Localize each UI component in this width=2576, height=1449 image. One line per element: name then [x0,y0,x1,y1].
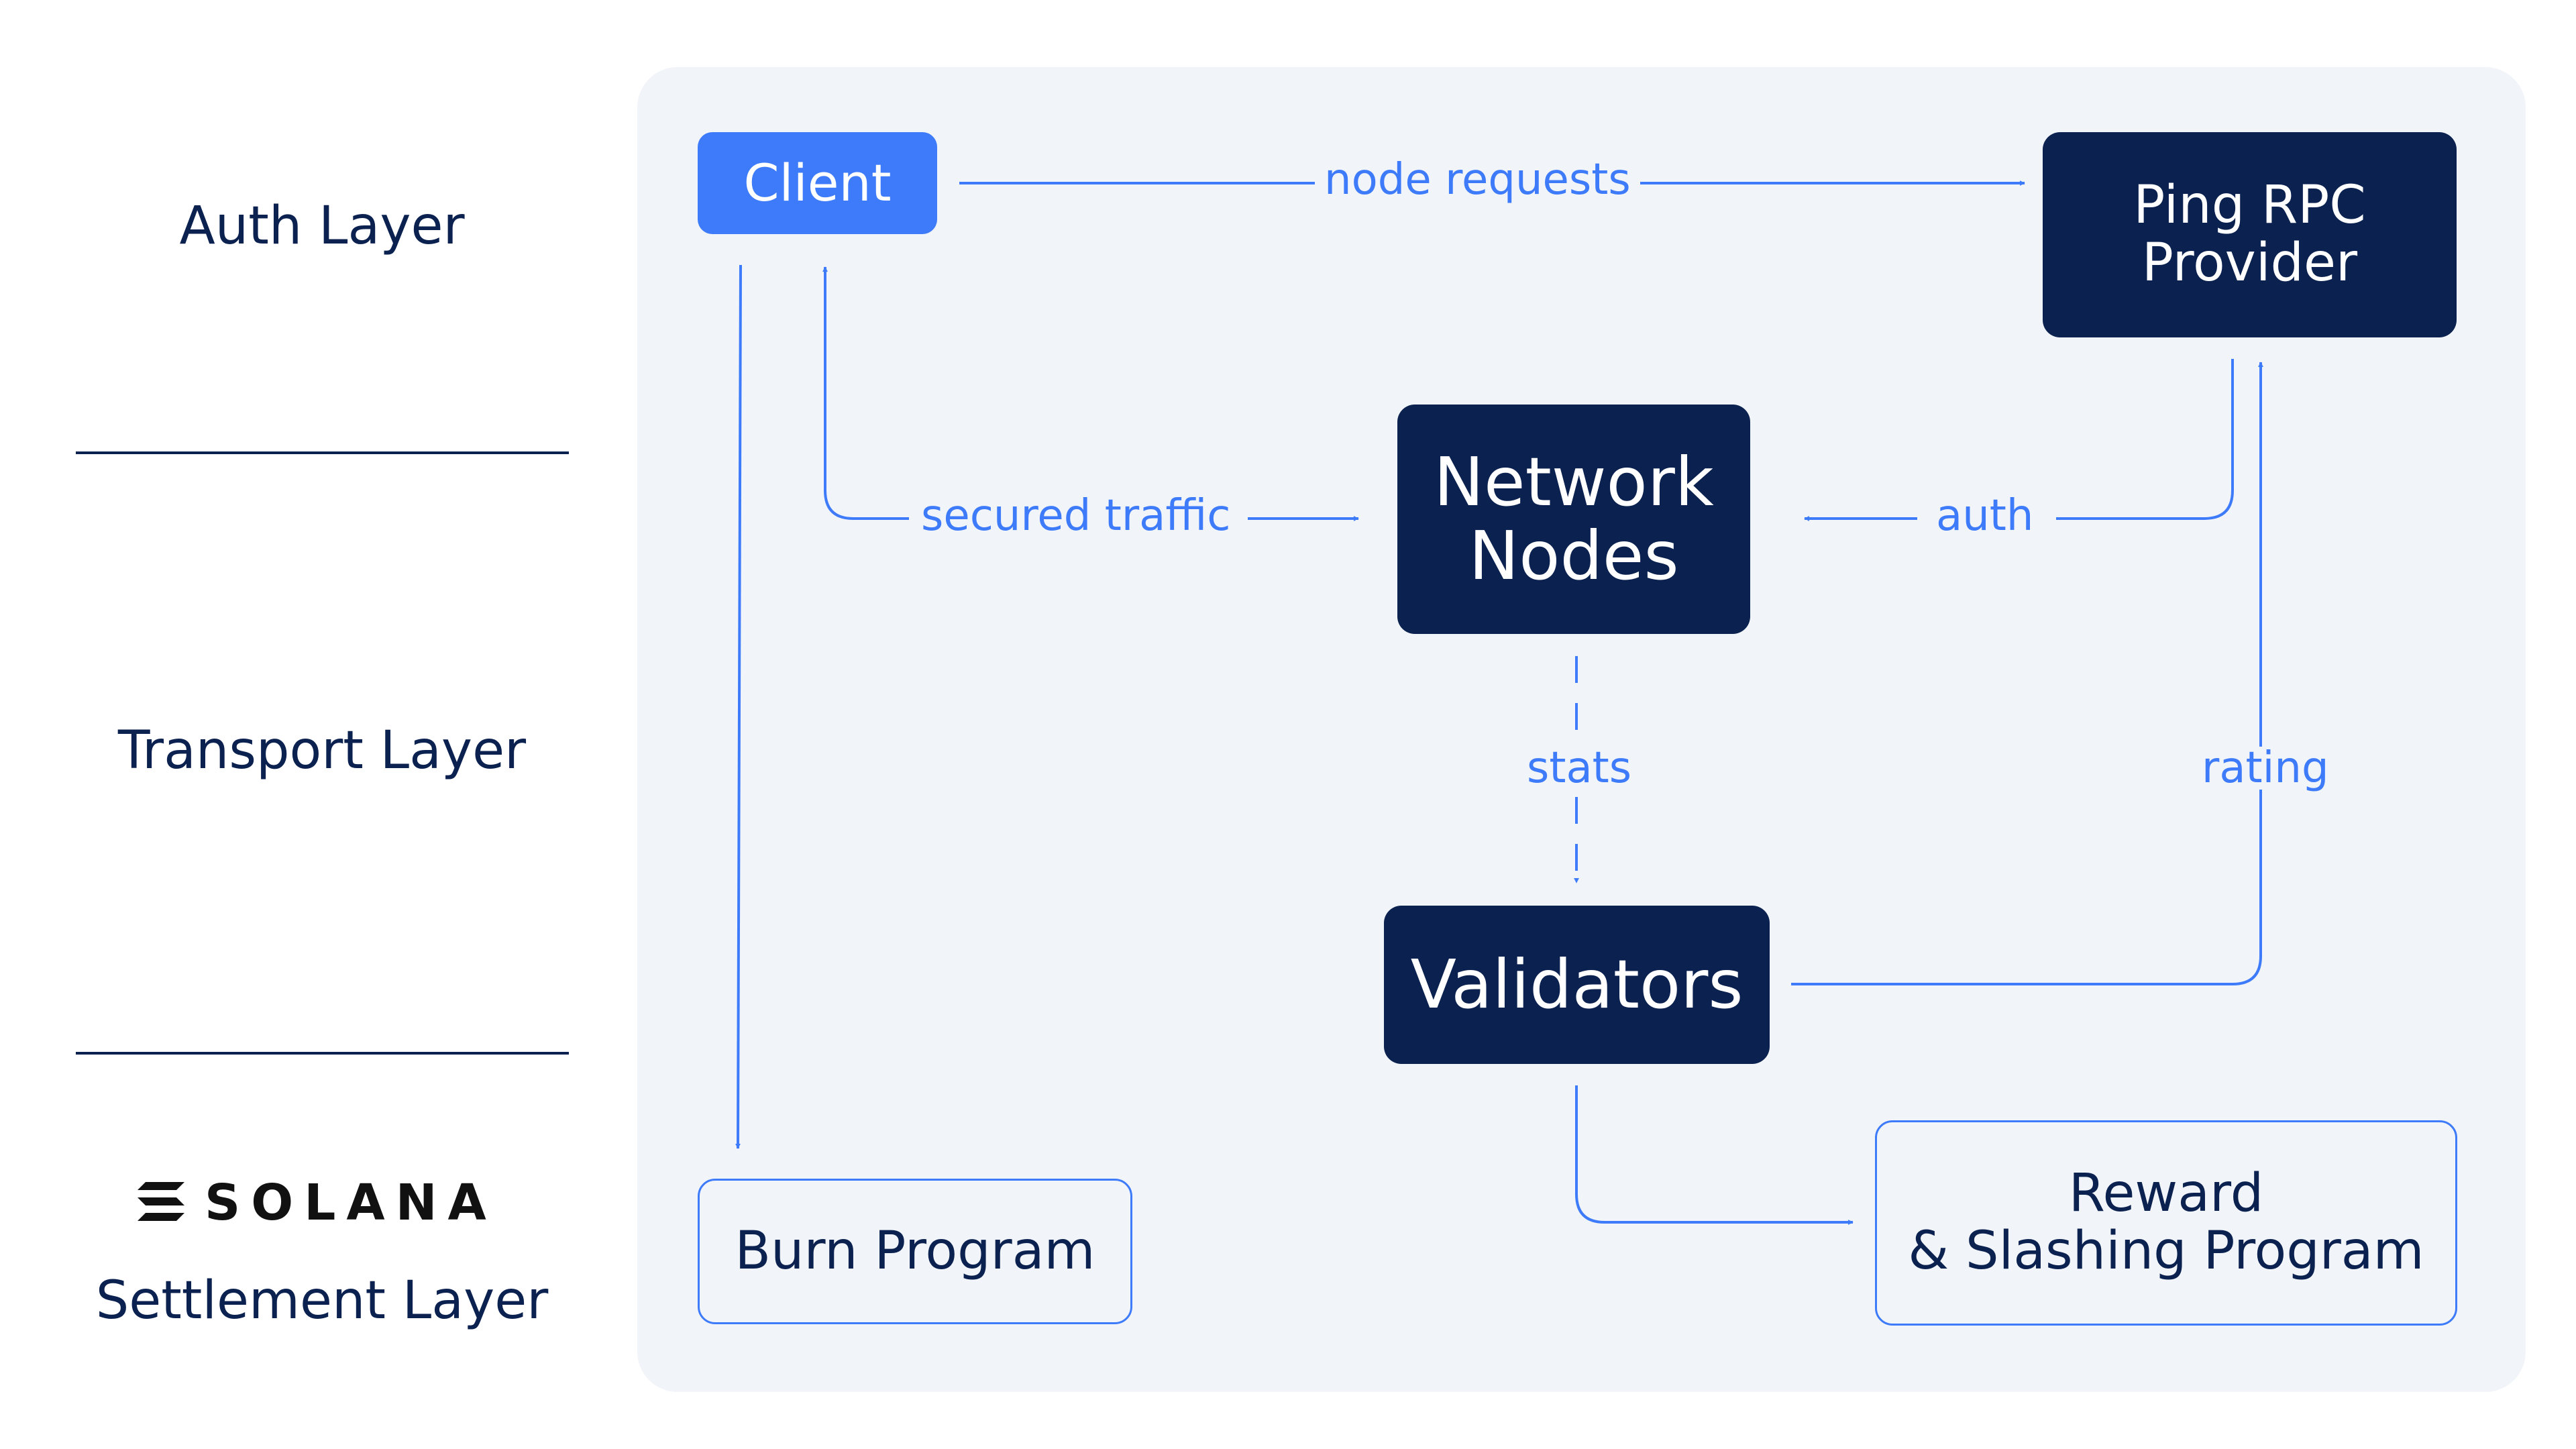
edge-rating [1791,362,2263,985]
auth-layer-label: Auth Layer [179,196,465,256]
solana-logo-icon [138,1182,184,1221]
network-nodes-label: Network Nodes [1434,443,1714,595]
edge-label-node-requests: node requests [1315,158,1640,201]
settlement-layer-label: Settlement Layer [95,1271,549,1331]
solana-logo-text: SOLANA [205,1174,497,1232]
burn-program-node: Burn Program [698,1179,1132,1324]
client-node: Client [698,132,937,234]
reward-slashing-program-label: Reward & Slashing Program [1908,1163,2424,1281]
burn-program-label: Burn Program [735,1220,1095,1281]
validators-node: Validators [1384,906,1770,1064]
transport-layer-label: Transport Layer [117,720,527,781]
network-nodes-node: Network Nodes [1397,405,1750,634]
reward-slashing-program-node: Reward & Slashing Program [1875,1120,2457,1326]
client-node-label: Client [743,153,892,213]
validators-label: Validators [1410,945,1743,1024]
edge-label-secured-traffic: secured traffic [912,494,1240,537]
edge-secured-traffic-to-client [822,266,909,520]
edge-auth-from-rpc [2056,359,2234,520]
ping-rpc-provider-label: Ping RPC Provider [2133,175,2366,293]
layer-divider-auth-transport [76,451,569,454]
edge-client-to-burn [735,264,742,1149]
ping-rpc-provider-node: Ping RPC Provider [2043,132,2457,337]
layer-divider-transport-settlement [76,1052,569,1055]
edge-label-auth: auth [1927,494,2043,537]
edge-label-rating: rating [2192,747,2339,790]
edge-validators-to-reward [1575,1085,1854,1225]
edge-label-stats: stats [1517,747,1642,790]
